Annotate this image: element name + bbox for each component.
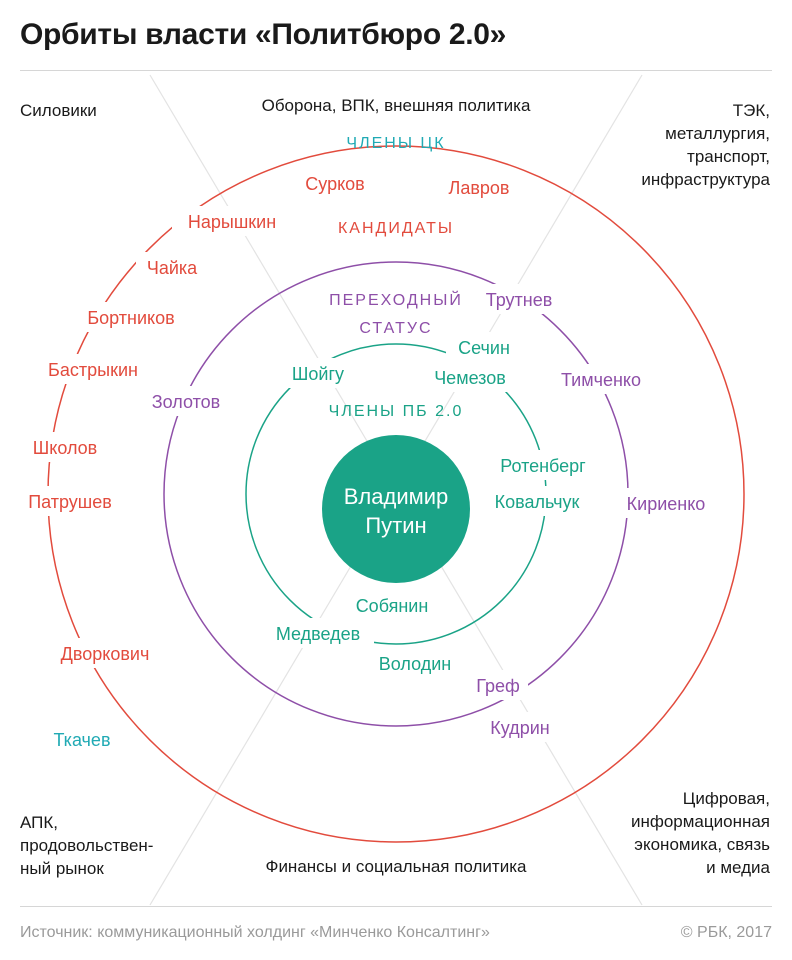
mask — [436, 172, 522, 202]
sector-silovik: Силовики — [20, 101, 97, 120]
bottom-divider — [20, 906, 772, 907]
page-title: Орбиты власти «Политбюро 2.0» — [20, 18, 507, 51]
copyright: © РБК, 2017 — [680, 924, 772, 941]
sector-digital-line3: экономика, связь — [634, 835, 770, 854]
person-volodin: Володин — [379, 654, 451, 674]
person-sobyanin: Собянин — [356, 596, 429, 616]
center-circle — [322, 435, 470, 583]
mask — [38, 354, 148, 384]
person-sechin: Сечин — [458, 338, 510, 358]
sector-energy-line3: транспорт, — [687, 147, 770, 166]
person-surkov: Сурков — [305, 174, 364, 194]
person-kovalchuk: Ковальчук — [495, 492, 580, 512]
sector-finance: Финансы и социальная политика — [266, 857, 527, 876]
mask — [290, 168, 380, 198]
mask — [262, 618, 374, 648]
mask — [546, 364, 656, 394]
person-lavrov: Лавров — [449, 178, 510, 198]
sector-energy-line1: ТЭК, — [733, 101, 770, 120]
label-pb-members: ЧЛЕНЫ ПБ 2.0 — [329, 403, 464, 420]
mask — [480, 486, 594, 516]
mask — [280, 358, 356, 388]
mask — [612, 488, 720, 518]
center-name-line2: Путин — [365, 513, 426, 538]
person-patrushev: Патрушев — [28, 492, 112, 512]
person-gref: Греф — [476, 676, 520, 696]
top-divider — [20, 70, 772, 71]
person-timchenko: Тимченко — [561, 370, 641, 390]
mask — [138, 386, 234, 416]
person-bortnikov: Бортников — [87, 308, 174, 328]
label-cc-members: ЧЛЕНЫ ЦК — [346, 135, 445, 152]
person-shkolov: Школов — [33, 438, 97, 458]
label-transition-line2: СТАТУС — [359, 320, 432, 337]
sector-energy-line4: инфраструктура — [641, 170, 770, 189]
label-transition-line1: ПЕРЕХОДНЫЙ — [329, 290, 463, 309]
mask — [486, 450, 600, 480]
mask — [468, 670, 528, 700]
mask — [368, 648, 462, 678]
label-candidates: КАНДИДАТЫ — [338, 220, 454, 237]
sector-digital-line2: информационная — [631, 812, 770, 831]
mask — [342, 590, 442, 620]
person-chaika: Чайка — [147, 258, 198, 278]
label-masks — [14, 168, 720, 742]
person-rotenberg: Ротенберг — [500, 456, 586, 476]
person-bastrykin: Бастрыкин — [48, 360, 138, 380]
mask — [70, 302, 192, 332]
person-shoigu: Шойгу — [292, 364, 344, 384]
mask — [32, 432, 98, 462]
mask — [42, 638, 168, 668]
mask — [446, 332, 522, 362]
mask — [474, 284, 564, 314]
sector-digital-line4: и медиа — [706, 858, 770, 877]
person-dvorkovich: Дворкович — [61, 644, 150, 664]
person-kirienko: Кириенко — [627, 494, 706, 514]
sector-agro-line3: ный рынок — [20, 859, 104, 878]
person-chemezov: Чемезов — [434, 368, 506, 388]
sector-digital-line1: Цифровая, — [683, 789, 770, 808]
sector-agro-line2: продовольствен- — [20, 836, 153, 855]
person-zolotov: Золотов — [152, 392, 220, 412]
center-name-line1: Владимир — [344, 484, 449, 509]
mask — [420, 362, 520, 392]
mask — [478, 712, 562, 742]
person-tkachev: Ткачев — [53, 730, 110, 750]
source-note: Источник: коммуникационный холдинг «Минч… — [20, 924, 490, 941]
person-naryshkin: Нарышкин — [188, 212, 276, 232]
mask — [136, 252, 208, 282]
sector-agro-line1: АПК, — [20, 813, 58, 832]
sector-energy-line2: металлургия, — [665, 124, 770, 143]
sector-defense: Оборона, ВПК, внешняя политика — [262, 96, 531, 115]
person-kudrin: Кудрин — [490, 718, 549, 738]
mask — [172, 206, 292, 236]
person-medvedev: Медведев — [276, 624, 360, 644]
mask — [14, 486, 126, 516]
person-trutnev: Трутнев — [486, 290, 553, 310]
